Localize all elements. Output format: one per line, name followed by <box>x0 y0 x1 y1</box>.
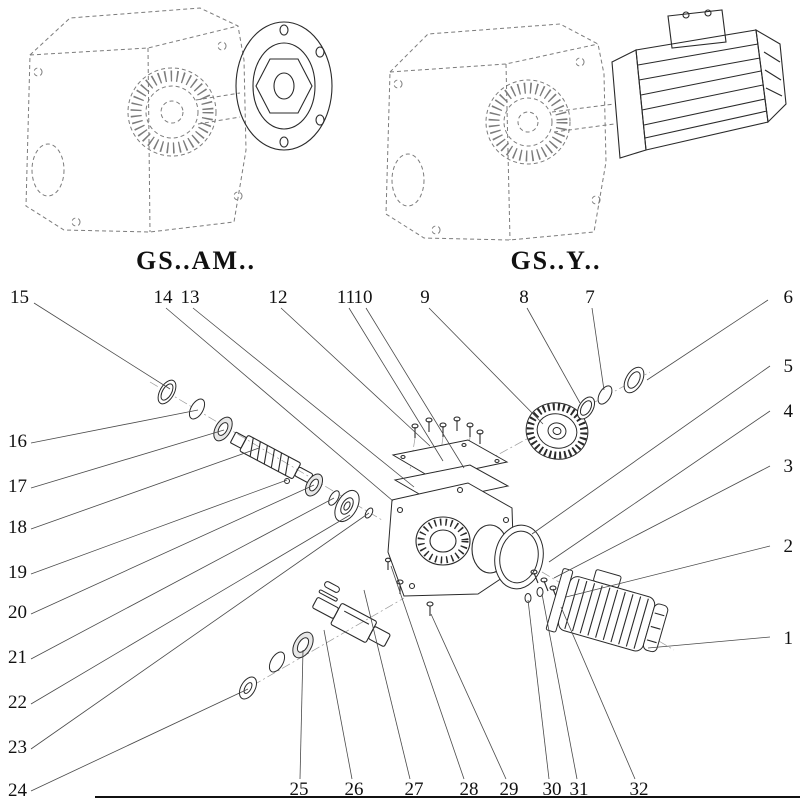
bearing-25 <box>292 631 314 659</box>
pin-28 <box>318 589 338 602</box>
output-shaft-assembly <box>238 557 434 700</box>
output-shaft-26 <box>312 597 391 647</box>
part-number-1: 1 <box>784 628 794 649</box>
variant-label-y: GS..Y.. <box>510 246 601 275</box>
leader-line-21 <box>30 497 335 660</box>
leader-line-19 <box>30 479 288 575</box>
washer-24 <box>238 676 258 700</box>
worm-shaft-assembly <box>157 379 374 523</box>
part-number-12: 12 <box>269 287 288 308</box>
seal-hatch-y <box>488 82 568 162</box>
gearbox-outline-y <box>385 23 615 241</box>
seal-ring-15 <box>157 379 177 405</box>
part-number-11: 11 <box>337 287 355 308</box>
leader-line-11 <box>348 307 444 462</box>
leader-line-15 <box>33 302 171 390</box>
part-number-4: 4 <box>784 401 794 422</box>
leader-line-3 <box>553 465 771 579</box>
part-number-13: 13 <box>181 287 200 308</box>
part-number-18: 18 <box>8 517 27 538</box>
leader-line-7 <box>591 307 605 391</box>
circlip-16 <box>188 398 206 420</box>
leader-line-27 <box>363 589 411 780</box>
leader-line-28 <box>390 565 465 780</box>
part-number-20: 20 <box>8 602 27 623</box>
bearing-17 <box>213 416 233 442</box>
part-number-29: 29 <box>500 779 519 800</box>
seal-ring-6 <box>623 366 645 394</box>
leader-line-16 <box>30 409 199 444</box>
cover-plate-13 <box>391 439 509 479</box>
housing <box>387 482 515 597</box>
leader-line-8 <box>526 307 581 404</box>
washer-disc-22 <box>334 489 360 523</box>
part-number-10: 10 <box>354 287 373 308</box>
circlip-7 <box>597 385 613 405</box>
part-number-19: 19 <box>8 562 27 583</box>
helical-gear-9 <box>525 402 589 460</box>
part-number-15: 15 <box>10 287 29 308</box>
part-number-17: 17 <box>8 476 27 497</box>
leader-line-25 <box>299 649 304 780</box>
leader-line-30 <box>527 599 550 780</box>
bolt-29 <box>426 601 434 616</box>
motor-terminal-box <box>593 569 622 588</box>
leader-line-6 <box>646 299 769 381</box>
part-number-26: 26 <box>345 779 364 800</box>
leader-line-2 <box>565 545 771 598</box>
leader-line-13 <box>192 307 415 488</box>
gear-assembly <box>525 366 645 460</box>
part-number-22: 22 <box>8 692 27 713</box>
leader-line-23 <box>30 512 370 750</box>
part-number-5: 5 <box>784 356 794 377</box>
leader-line-5 <box>531 365 771 535</box>
ring-8 <box>576 396 596 420</box>
seal-hatch-am <box>130 70 214 154</box>
leader-line-18 <box>30 447 260 530</box>
fan-cover <box>755 28 787 124</box>
cover-screws-12 <box>411 416 484 444</box>
terminal-box <box>667 9 727 49</box>
output-flange-am <box>235 21 333 151</box>
gearbox-outline-am <box>25 7 247 233</box>
leader-line-17 <box>30 429 225 489</box>
leader-line-26 <box>323 629 353 780</box>
part-number-31: 31 <box>570 779 589 800</box>
leader-line-9 <box>428 307 544 425</box>
part-number-9: 9 <box>420 287 430 308</box>
leader-line-24 <box>30 688 249 792</box>
leader-line-32 <box>560 606 636 780</box>
key-27 <box>324 581 340 593</box>
part-number-30: 30 <box>543 779 562 800</box>
leader-line-12 <box>280 307 431 447</box>
circlip-lower <box>268 651 286 673</box>
part-number-16: 16 <box>8 431 27 452</box>
part-number-7: 7 <box>585 287 595 308</box>
motor-1 <box>545 568 669 653</box>
leader-line-10 <box>365 307 465 469</box>
variant-label-am: GS..AM.. <box>136 246 256 275</box>
motor-y <box>611 9 787 159</box>
part-number-32: 32 <box>630 779 649 800</box>
part-number-21: 21 <box>8 647 27 668</box>
leader-line-4 <box>548 410 771 563</box>
part-number-27: 27 <box>405 779 424 800</box>
leader-line-14 <box>165 307 394 502</box>
part-number-6: 6 <box>784 287 794 308</box>
leader-line-22 <box>30 514 351 705</box>
part-number-23: 23 <box>8 737 27 758</box>
part-number-25: 25 <box>290 779 309 800</box>
part-number-28: 28 <box>460 779 479 800</box>
part-number-14: 14 <box>154 287 174 308</box>
part-number-24: 24 <box>8 780 28 800</box>
leader-line-29 <box>430 613 507 780</box>
part-number-8: 8 <box>519 287 529 308</box>
part-number-3: 3 <box>784 456 794 477</box>
leader-line-1 <box>647 636 771 649</box>
leader-line-20 <box>30 484 315 615</box>
leader-line-31 <box>541 593 578 780</box>
part-number-2: 2 <box>784 536 794 557</box>
